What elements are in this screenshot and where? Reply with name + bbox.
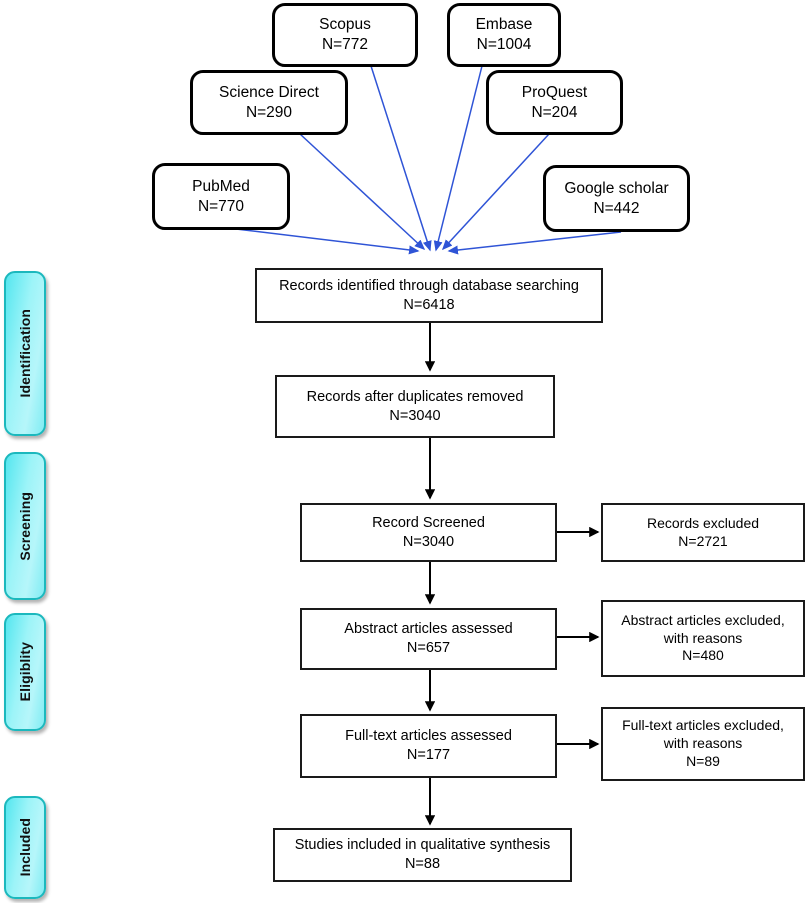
exclusion-arrows xyxy=(557,526,600,750)
line-pubmed xyxy=(235,228,420,255)
flow-box-record-screened[interactable]: Record Screened N=3040 xyxy=(300,503,557,562)
flow-box-text: Record Screened N=3040 xyxy=(372,514,485,550)
line-embase xyxy=(433,65,483,252)
exclusion-box-records-excluded[interactable]: Records excluded N=2721 xyxy=(601,503,805,562)
flow-box-text: Records after duplicates removed N=3040 xyxy=(306,388,524,424)
flow-box-duplicates-removed[interactable]: Records after duplicates removed N=3040 xyxy=(275,375,555,438)
phase-tab-label: Identification xyxy=(17,309,33,398)
flow-box-text: Full-text articles assessed N=177 xyxy=(345,728,512,763)
line-science-direct xyxy=(299,133,426,251)
exclusion-box-text: Abstract articles excluded, with reasons… xyxy=(621,611,785,664)
source-box-pubmed[interactable]: PubMed N=770 xyxy=(152,163,290,230)
source-box-google-scholar[interactable]: Google scholar N=442 xyxy=(543,165,690,232)
phase-tab-included[interactable]: Included xyxy=(4,796,46,899)
source-box-text: Scopus N=772 xyxy=(319,16,371,53)
source-box-text: ProQuest N=204 xyxy=(521,83,588,121)
source-box-text: Google scholar N=442 xyxy=(564,179,669,217)
flow-box-studies-included[interactable]: Studies included in qualitative synthesi… xyxy=(273,828,572,882)
line-scopus xyxy=(370,65,432,252)
phase-tab-label: Screening xyxy=(17,491,33,561)
flow-box-fulltext-assessed[interactable]: Full-text articles assessed N=177 xyxy=(300,714,557,778)
source-box-text: Science Direct N=290 xyxy=(219,83,319,121)
flow-box-abstract-assessed[interactable]: Abstract articles assessed N=657 xyxy=(300,608,557,670)
source-box-science-direct[interactable]: Science Direct N=290 xyxy=(190,70,348,135)
flow-box-text: Records identified through database sear… xyxy=(279,277,579,313)
flow-box-text: Abstract articles assessed N=657 xyxy=(344,621,513,656)
source-box-proquest[interactable]: ProQuest N=204 xyxy=(486,70,623,135)
phase-tab-eligibility[interactable]: Eligiblity xyxy=(4,613,46,731)
source-box-scopus[interactable]: Scopus N=772 xyxy=(272,3,418,67)
source-box-text: PubMed N=770 xyxy=(192,177,250,215)
exclusion-box-abstract-excluded[interactable]: Abstract articles excluded, with reasons… xyxy=(601,600,805,677)
source-box-text: Embase N=1004 xyxy=(475,16,533,53)
phase-tab-identification[interactable]: Identification xyxy=(4,271,46,436)
line-proquest xyxy=(441,133,550,251)
exclusion-box-fulltext-excluded[interactable]: Full-text articles excluded, with reason… xyxy=(601,707,805,781)
flow-box-text: Studies included in qualitative synthesi… xyxy=(294,837,551,872)
phase-tab-label: Eligiblity xyxy=(17,642,33,702)
exclusion-box-text: Records excluded N=2721 xyxy=(646,514,760,549)
phase-tab-screening[interactable]: Screening xyxy=(4,452,46,600)
phase-tab-label: Included xyxy=(17,818,33,877)
flow-box-records-identified[interactable]: Records identified through database sear… xyxy=(255,268,603,323)
line-google-scholar xyxy=(447,231,622,255)
exclusion-box-text: Full-text articles excluded, with reason… xyxy=(622,717,784,769)
source-box-embase[interactable]: Embase N=1004 xyxy=(447,3,561,67)
